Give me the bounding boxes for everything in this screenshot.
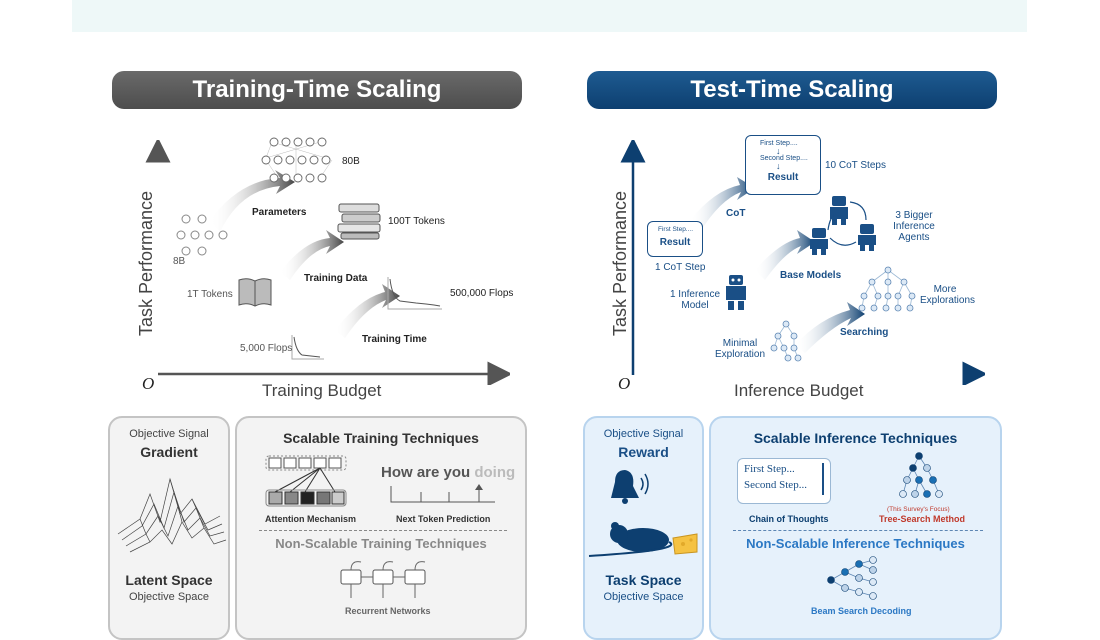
scalable-training-title: Scalable Training Techniques	[283, 430, 479, 446]
large-network-icon	[261, 137, 333, 183]
inference-objective-space-label: Objective Space	[603, 591, 684, 603]
objective-space-label: Objective Space	[128, 591, 210, 603]
cot-10-bubble: First Step.... ↓ Second Step.... ↓ Resul…	[745, 135, 821, 195]
next-token-arrows-icon	[390, 484, 495, 503]
latent-space-label: Latent Space	[125, 572, 213, 588]
recurrent-networks-label: Recurrent Networks	[345, 606, 431, 616]
inference-axes	[620, 140, 985, 385]
reward-objective-heading: Objective Signal	[603, 428, 684, 440]
inference-divider	[733, 530, 983, 531]
training-time-banner: Training-Time Scaling	[112, 71, 522, 109]
caption-strip	[72, 0, 1027, 32]
training-x-axis-label: Training Budget	[262, 381, 382, 400]
label-minimal-exploration: Minimal Exploration	[714, 338, 766, 360]
beam-search-icon	[827, 556, 877, 600]
beam-search-label: Beam Search Decoding	[811, 606, 912, 616]
nonscalable-training-title: Non-Scalable Training Techniques	[275, 536, 487, 551]
objective-signal-heading: Objective Signal	[129, 428, 209, 440]
label-base-models: Base Models	[780, 270, 842, 281]
label-100t-tokens: 100T Tokens	[388, 216, 445, 227]
small-bubble-result: Result	[659, 237, 691, 248]
training-divider	[259, 530, 507, 531]
bubble-result: Result	[767, 172, 799, 183]
books-stack-icon	[337, 203, 381, 240]
three-agents-icon	[810, 196, 876, 255]
survey-focus-label: (This Survey's Focus)	[887, 506, 950, 513]
tree-search-icon	[899, 452, 943, 498]
label-training-time: Training Time	[362, 334, 427, 345]
tree-search-method-label: Tree-Search Method	[879, 514, 966, 524]
cot-first-step: First Step...	[744, 463, 795, 475]
label-cot: CoT	[726, 208, 746, 219]
inference-x-axis-label: Inference Budget	[734, 381, 864, 400]
loss-curve-small	[291, 335, 324, 360]
label-more-explorations: More Explorations	[920, 284, 976, 306]
label-80b: 80B	[342, 156, 360, 167]
label-10-cot-steps: 10 CoT Steps	[825, 160, 886, 171]
loss-curve-large	[387, 277, 442, 310]
nonscalable-inference-title: Non-Scalable Inference Techniques	[746, 536, 965, 551]
inference-origin: O	[618, 374, 631, 393]
training-techniques-panel: Scalable Training Techniques Attention M…	[235, 416, 527, 640]
cot-1-bubble: First Step.... Result	[647, 221, 703, 257]
training-y-axis-label: Task Performance	[136, 190, 156, 336]
gradient-label: Gradient	[140, 444, 198, 460]
small-search-tree-icon	[770, 320, 802, 362]
inference-techniques-panel: Scalable Inference Techniques First Step…	[709, 416, 1002, 640]
mouse-cheese-bell-icon	[588, 470, 698, 557]
label-1-cot-step: 1 CoT Step	[655, 262, 706, 273]
chain-of-thoughts-box: First Step... Second Step...	[737, 458, 831, 504]
label-searching: Searching	[840, 327, 889, 338]
bubble-first-step: First Step....	[760, 140, 798, 147]
test-time-banner: Test-Time Scaling	[587, 71, 997, 109]
label-training-data: Training Data	[304, 273, 368, 284]
label-500000-flops: 500,000 Flops	[450, 288, 514, 299]
training-origin: O	[142, 374, 155, 393]
label-8b: 8B	[173, 256, 186, 267]
label-3-bigger-agents: 3 Bigger Inference Agents	[893, 210, 935, 243]
chain-of-thoughts-label: Chain of Thoughts	[749, 514, 829, 524]
cot-down-arrow	[822, 463, 824, 495]
small-network-icon	[176, 214, 228, 256]
scalable-inference-title: Scalable Inference Techniques	[753, 430, 958, 446]
label-1-inference-model: 1 Inference Model	[669, 289, 721, 311]
attention-mechanism-label: Attention Mechanism	[265, 514, 357, 524]
training-objective-panel: Objective Signal Gradient Latent Space O…	[108, 416, 230, 640]
cot-second-step: Second Step...	[744, 479, 807, 491]
inference-y-axis-label: Task Performance	[610, 190, 630, 336]
reward-label: Reward	[618, 444, 669, 460]
single-robot-icon	[726, 275, 746, 310]
training-axes	[145, 140, 510, 385]
inference-objective-panel: Objective Signal Reward Task Space Objec…	[583, 416, 704, 640]
label-5000-flops: 5,000 Flops	[240, 343, 293, 354]
label-parameters: Parameters	[252, 207, 307, 218]
recurrent-network-icon	[340, 561, 426, 598]
label-1t-tokens: 1T Tokens	[187, 289, 233, 300]
task-space-label: Task Space	[605, 572, 682, 588]
next-token-prediction-label: Next Token Prediction	[396, 514, 491, 524]
attention-mechanism-icon	[265, 455, 347, 507]
next-token-example: How are you doing	[381, 464, 516, 481]
large-search-tree-icon	[858, 266, 916, 312]
open-book-icon	[238, 278, 272, 307]
loss-landscape-icon	[117, 477, 227, 553]
small-bubble-first-step: First Step....	[658, 226, 694, 233]
bubble-second-step: Second Step....	[760, 155, 808, 162]
